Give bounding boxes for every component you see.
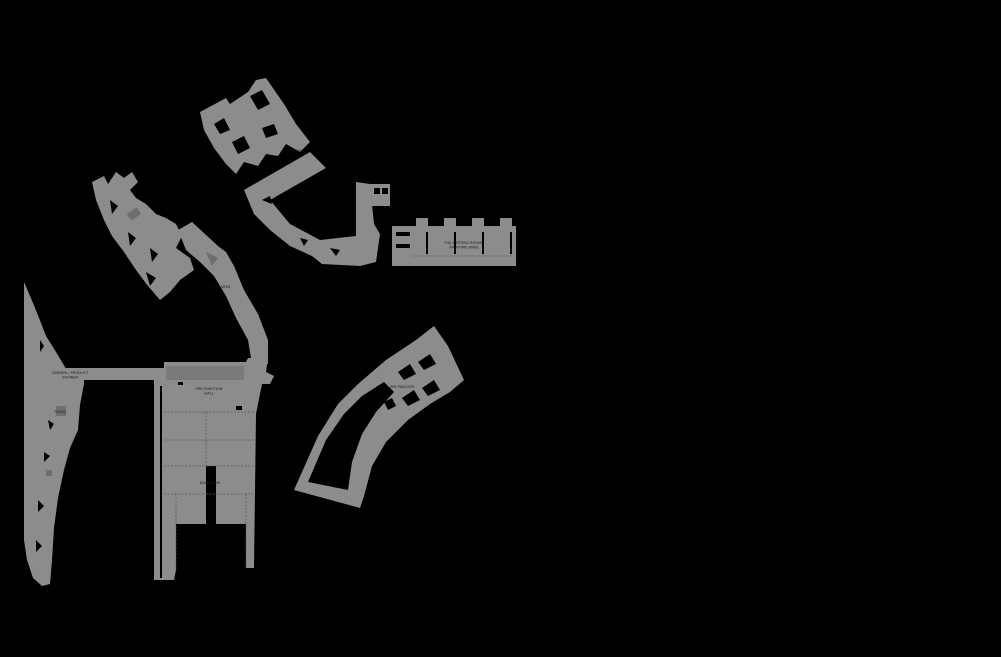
angled-wing	[244, 152, 380, 266]
upper-block	[200, 78, 310, 174]
garden-corridor	[62, 368, 166, 380]
pool-area-label: POOL AREA	[210, 285, 231, 289]
ballroom-label: BALLROOM	[200, 481, 220, 485]
spa-pavilion-label: SPA PAVILION	[390, 385, 414, 389]
fitness-label: FITNESS	[291, 149, 307, 153]
main-hall-building	[154, 358, 274, 580]
left-room-label: ROOM	[54, 410, 65, 414]
diagonal-connector	[178, 222, 268, 364]
upper-left-cluster	[92, 172, 194, 300]
